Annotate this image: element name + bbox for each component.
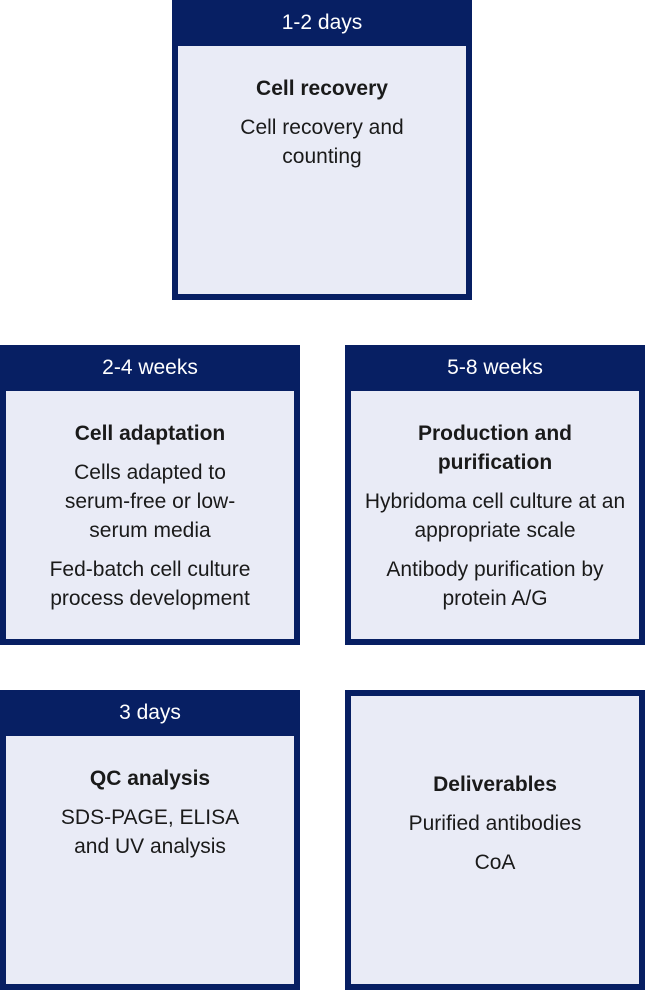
step-title: QC analysis bbox=[89, 767, 211, 790]
step-description: Antibody purification by protein A/G bbox=[386, 558, 604, 610]
step-card-deliverables: Deliverables Purified antibodies CoA bbox=[345, 690, 645, 990]
step-title: Deliverables bbox=[433, 773, 557, 796]
step-panel: Cell recovery Cell recovery and counting bbox=[178, 46, 466, 294]
duration-label: 3 days bbox=[119, 701, 181, 724]
step-description: Fed-batch cell culture process developme… bbox=[49, 558, 251, 610]
duration-label: 1-2 days bbox=[281, 11, 363, 34]
step-title: Production and purification bbox=[418, 422, 572, 474]
step-panel: Production and purification Hybridoma ce… bbox=[351, 391, 639, 639]
step-panel: Deliverables Purified antibodies CoA bbox=[351, 696, 639, 984]
step-panel: QC analysis SDS-PAGE, ELISA and UV analy… bbox=[6, 736, 294, 984]
duration-label: 5-8 weeks bbox=[447, 356, 543, 379]
step-card-qc-analysis: 3 days QC analysis SDS-PAGE, ELISA and U… bbox=[0, 690, 300, 990]
step-card-cell-recovery: 1-2 days Cell recovery Cell recovery and… bbox=[172, 0, 472, 300]
duration-label: 2-4 weeks bbox=[102, 356, 198, 379]
step-title: Cell recovery bbox=[256, 77, 388, 100]
step-description: Cell recovery and counting bbox=[240, 116, 404, 168]
step-card-cell-adaptation: 2-4 weeks Cell adaptation Cells adapted … bbox=[0, 345, 300, 645]
step-description: Cells adapted to serum-free or low-serum… bbox=[64, 461, 236, 542]
step-description: SDS-PAGE, ELISA and UV analysis bbox=[60, 806, 240, 858]
deliverable-item: Purified antibodies bbox=[408, 812, 582, 835]
step-description: Hybridoma cell culture at an appropriate… bbox=[364, 490, 626, 542]
deliverable-item: CoA bbox=[474, 851, 516, 874]
step-card-production-purification: 5-8 weeks Production and purification Hy… bbox=[345, 345, 645, 645]
step-panel: Cell adaptation Cells adapted to serum-f… bbox=[6, 391, 294, 639]
step-title: Cell adaptation bbox=[74, 422, 226, 445]
